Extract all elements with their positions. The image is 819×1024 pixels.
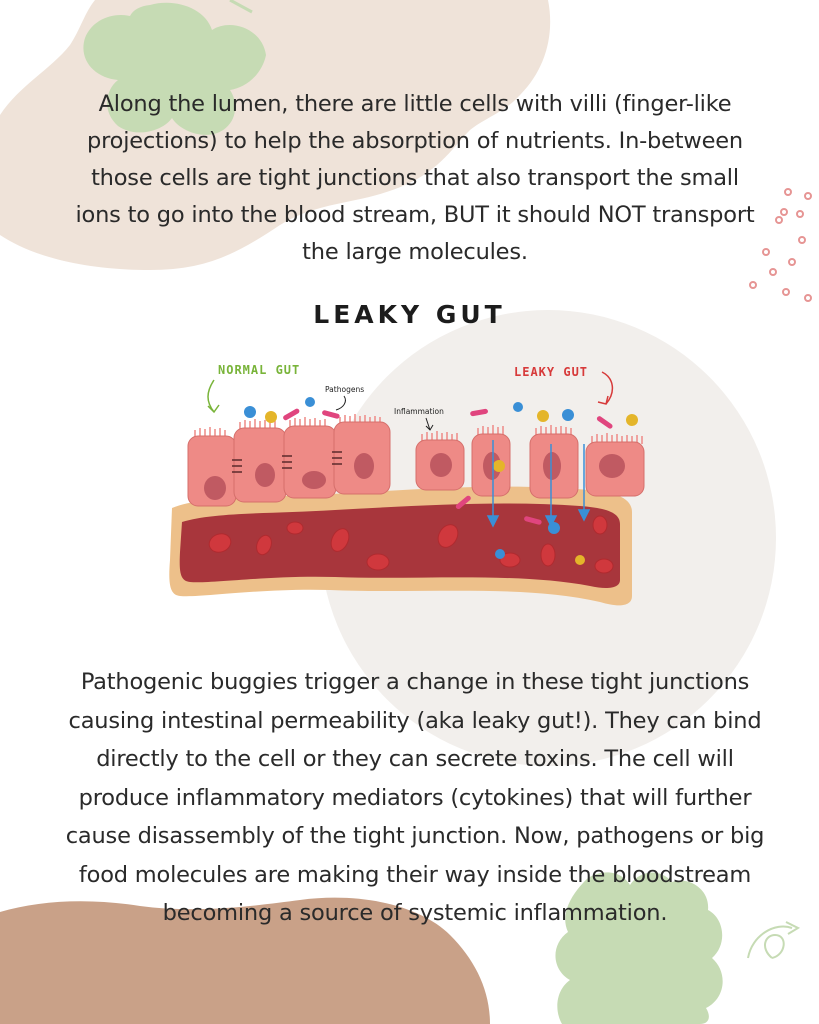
pathogen-yellow [265, 411, 277, 423]
rbc [330, 528, 350, 552]
nucleus [599, 454, 625, 478]
pathogen-yellow [537, 410, 549, 422]
rbc [499, 552, 521, 568]
rbc [594, 558, 614, 574]
red-blood-cells [208, 515, 614, 574]
pathogen-rod [283, 408, 300, 421]
leaky-gut-diagram: NORMAL GUT LEAKY GUT Pathogens Inflammat… [169, 363, 645, 606]
normal-gut-label: NORMAL GUT [218, 363, 300, 377]
pathogen-blue [495, 549, 505, 559]
bottom-brown-blob [0, 897, 490, 1024]
top-leaf-shape [83, 0, 266, 135]
rbc [540, 543, 556, 567]
pathogen-yellow [493, 460, 505, 472]
normal-gut-arrow [207, 379, 220, 414]
pathogen-blue [562, 409, 574, 421]
rbc [208, 533, 232, 553]
pathogen-blue [513, 402, 523, 412]
leak-arrows [486, 440, 591, 528]
rbc [366, 553, 390, 571]
leaky-gut-cells [415, 425, 645, 499]
rbc [286, 521, 304, 535]
pathogens-label: Pathogens [325, 385, 364, 394]
leaky-gut-arrow [597, 371, 614, 405]
pathogen-blue [305, 397, 315, 407]
intro-paragraph: Along the lumen, there are little cells … [75, 91, 755, 265]
pathogen-rod [470, 408, 488, 417]
rbc [256, 534, 272, 556]
nucleus [302, 471, 326, 489]
nucleus [483, 452, 501, 480]
nucleus [354, 453, 374, 479]
rbc [437, 524, 459, 548]
pathogen-yellow [626, 414, 638, 426]
pathogen-yellow [575, 555, 585, 565]
rbc [592, 515, 608, 535]
pathogen-blue [244, 406, 256, 418]
leaky-gut-label: LEAKY GUT [514, 365, 588, 379]
diagram-title: LEAKY GUT [313, 300, 506, 329]
pathogens-arrow [335, 395, 346, 411]
pathogen-rod [596, 416, 613, 429]
explanation-paragraph: Pathogenic buggies trigger a change in t… [65, 669, 765, 926]
pathogen-rod [322, 410, 340, 419]
pathogen-rod [455, 495, 471, 510]
nucleus [543, 452, 561, 480]
nucleus [430, 453, 452, 477]
nucleus [255, 463, 275, 487]
pink-dots-decoration [749, 188, 812, 302]
pathogens [244, 397, 638, 565]
inflammation-arrow [425, 417, 434, 431]
pathogen-rod [524, 516, 542, 525]
nucleus [204, 476, 226, 500]
bottom-leaf-shape [555, 872, 801, 1024]
inflammation-label: Inflammation [394, 407, 444, 416]
normal-gut-cells [187, 414, 391, 507]
